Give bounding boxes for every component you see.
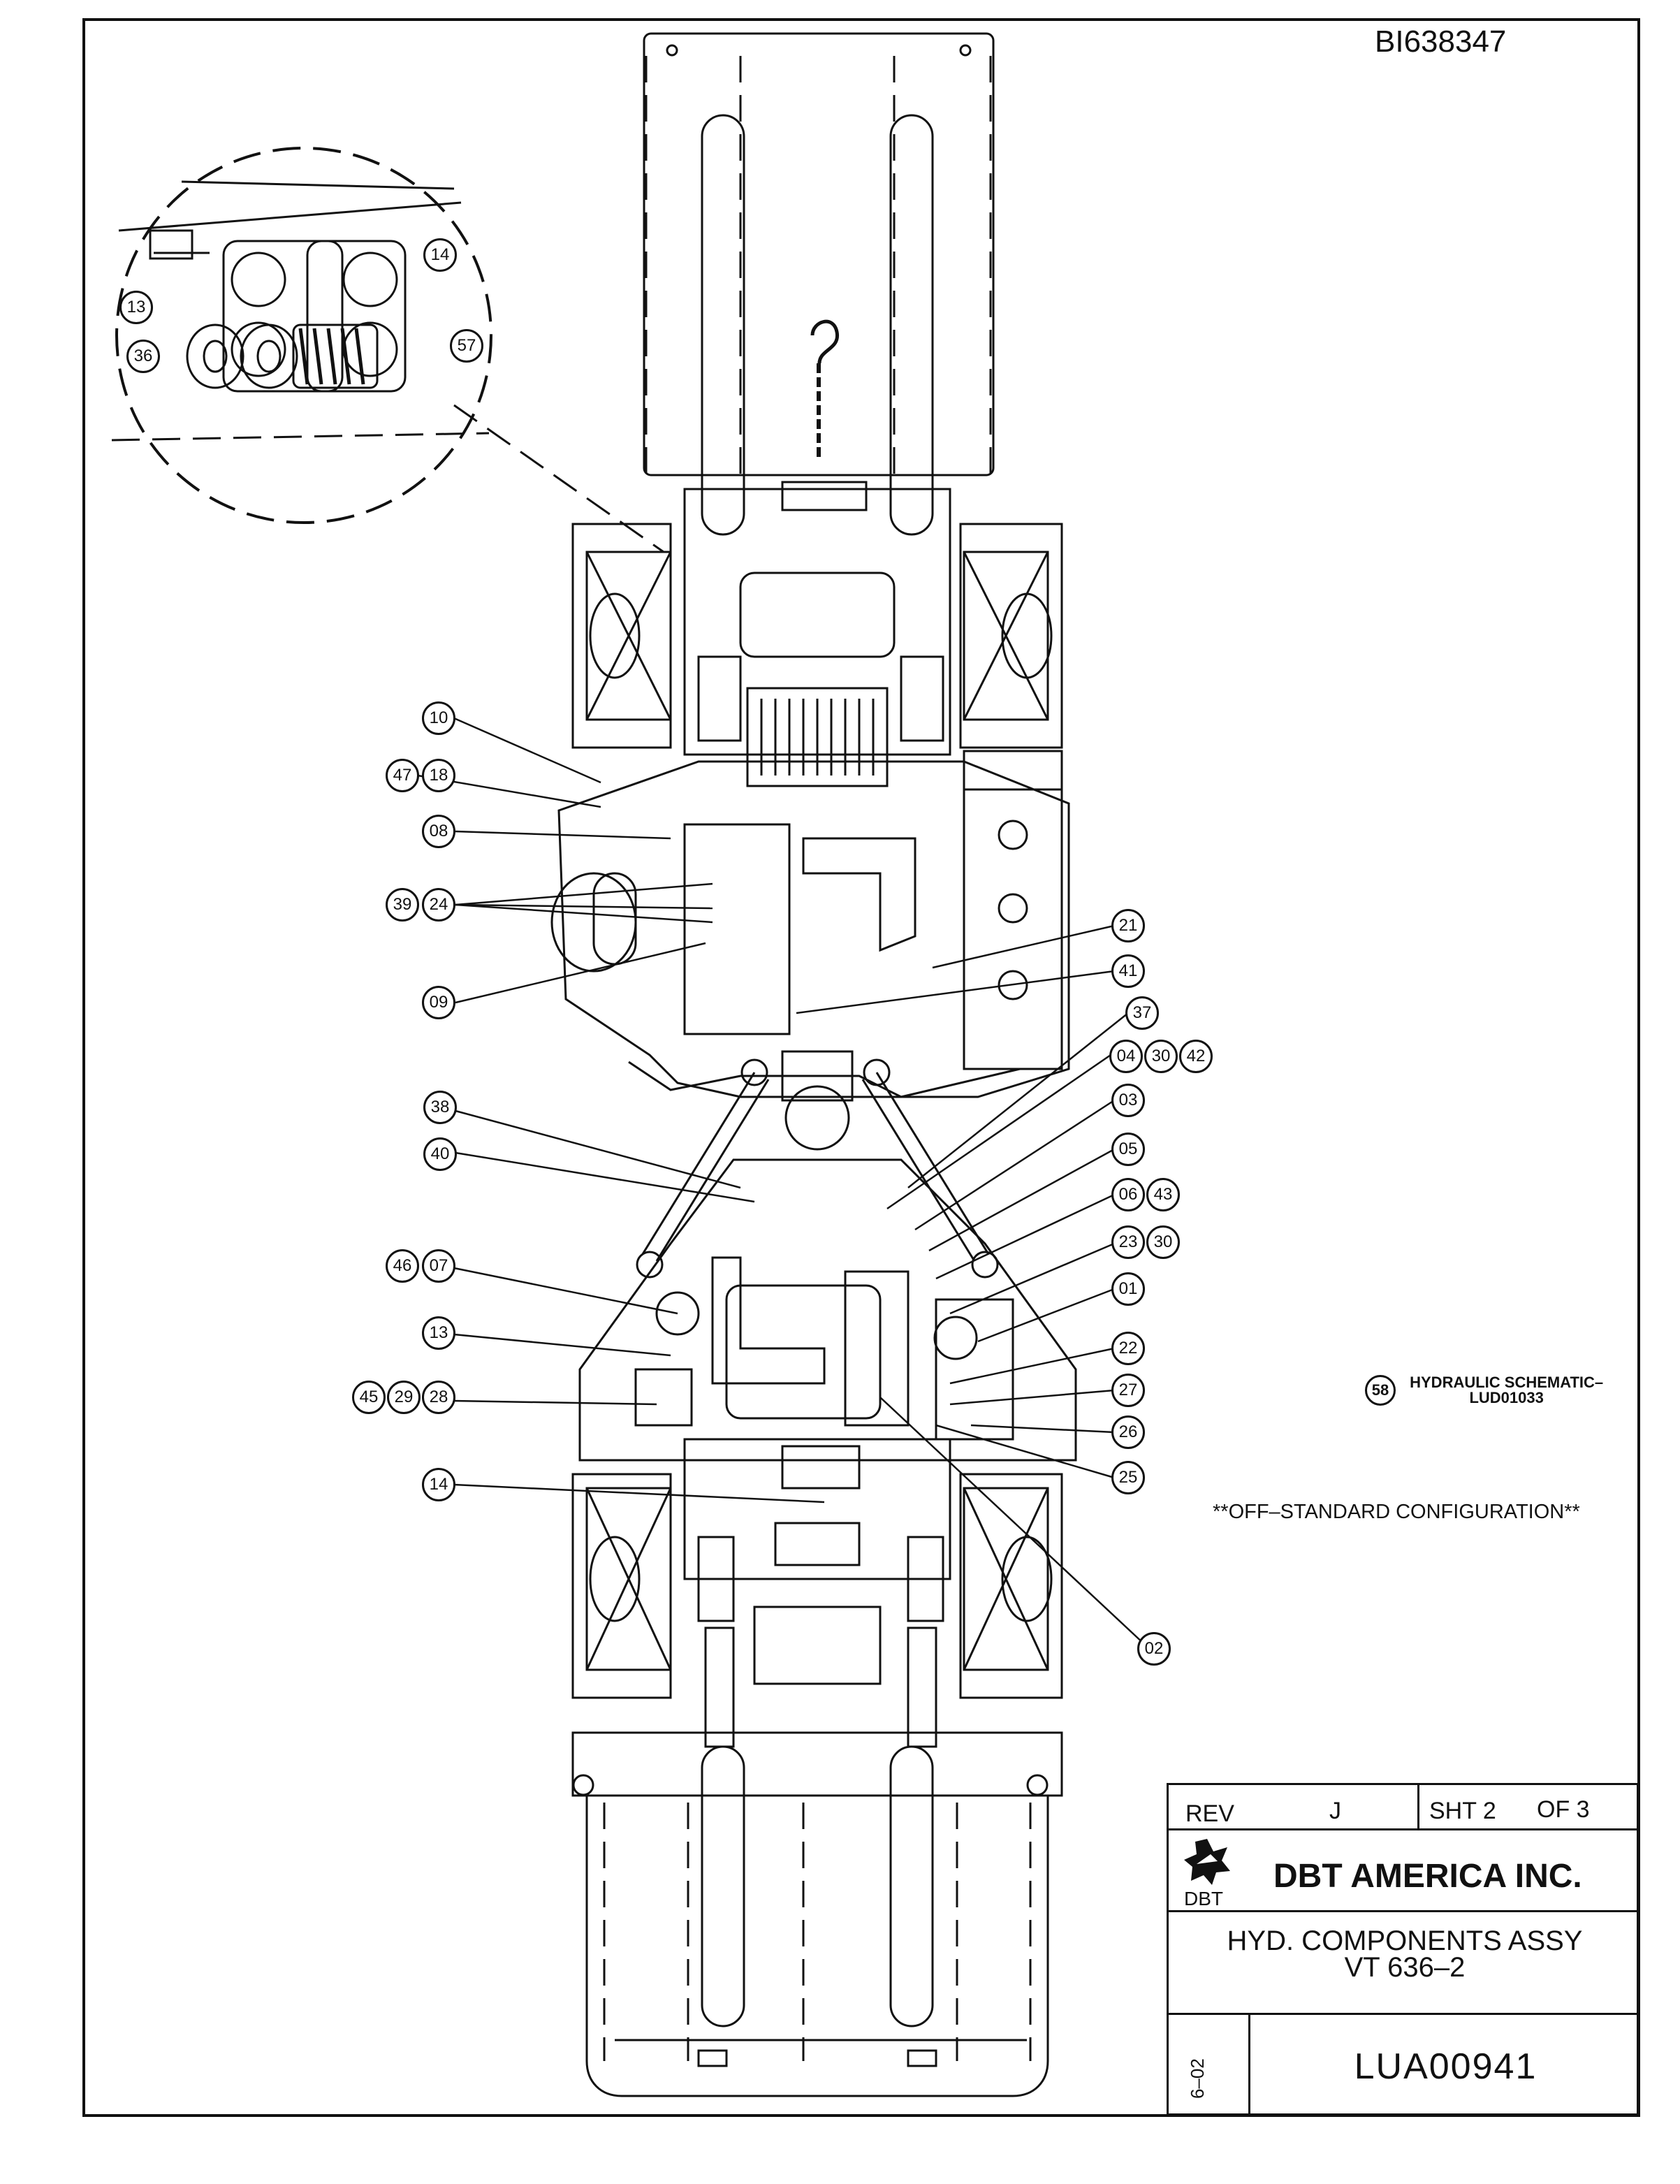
company-abbr: DBT (1184, 1888, 1223, 1909)
sheet-cell: SHT 2 OF 3 (1417, 1783, 1639, 1830)
rev-label: REV (1185, 1800, 1234, 1827)
assembly-title-line2: VT 636–2 (1344, 1952, 1466, 1983)
callout-balloon: 46 (386, 1249, 419, 1283)
callout-balloon: 40 (423, 1137, 457, 1171)
callout-balloon: 41 (1111, 954, 1145, 988)
doc-id: BI638347 (1375, 24, 1507, 59)
assembly-title-line1: HYD. COMPONENTS ASSY (1227, 1925, 1583, 1956)
company-name: DBT AMERICA INC. (1273, 1858, 1582, 1895)
sheet-of: OF 3 (1537, 1796, 1590, 1823)
title-cell: HYD. COMPONENTS ASSY VT 636–2 (1167, 1910, 1639, 2015)
articulation-joint (578, 1050, 1077, 1462)
rev-value: J (1329, 1798, 1341, 1824)
callout-balloon: 25 (1111, 1461, 1145, 1494)
callout-balloon: 07 (422, 1249, 455, 1283)
callout-balloon: 04 (1109, 1040, 1143, 1073)
callout-balloon: 39 (386, 888, 419, 922)
callout-balloon: 02 (1137, 1632, 1171, 1666)
callout-balloon: 28 (422, 1381, 455, 1414)
callout-balloon: 42 (1179, 1040, 1213, 1073)
title-block: REV J SHT 2 OF 3 DBT AMERICA INC. DBT HY… (1167, 1783, 1639, 2116)
callout-balloon: 14 (422, 1468, 455, 1501)
rear-frame (571, 1731, 1063, 2097)
chassis-frame (550, 760, 1070, 1098)
callout-balloon: 30 (1144, 1040, 1178, 1073)
schematic-note-line1: HYDRAULIC SCHEMATIC– (1410, 1374, 1604, 1391)
callout-balloon: 18 (422, 759, 455, 792)
rear-axle (571, 1438, 1063, 1748)
callout-balloon: 05 (1111, 1133, 1145, 1166)
assembly-title: HYD. COMPONENTS ASSY VT 636–2 (1169, 1925, 1641, 1983)
callout-balloon: 47 (386, 759, 419, 792)
callout-balloon: 24 (422, 888, 455, 922)
callout-balloon: 38 (423, 1091, 457, 1124)
detail-callout-balloon: 36 (126, 340, 160, 373)
callout-balloon: 21 (1111, 909, 1145, 942)
callout-balloon: 03 (1111, 1084, 1145, 1117)
callout-balloon: 27 (1111, 1374, 1145, 1407)
detail-callout-balloon: 13 (119, 291, 153, 324)
callout-balloon: 01 (1111, 1272, 1145, 1306)
detail-callout-balloon: 14 (423, 238, 457, 272)
drawing-border (82, 18, 1640, 2117)
callout-balloon: 22 (1111, 1332, 1145, 1365)
schematic-note-line2: LUD01033 (1469, 1389, 1544, 1406)
detail-callout-balloon: 57 (450, 329, 483, 363)
front-mast (643, 32, 995, 536)
callout-balloon: 37 (1125, 996, 1159, 1030)
detail-view (111, 147, 664, 553)
schematic-ref-balloon: 58 (1365, 1375, 1396, 1406)
drawing-number: LUA00941 (1354, 2046, 1537, 2087)
callout-balloon: 26 (1111, 1415, 1145, 1449)
off-standard-note: **OFF–STANDARD CONFIGURATION** (1213, 1501, 1580, 1523)
callout-balloon: 30 (1146, 1225, 1180, 1259)
callout-balloon: 09 (422, 986, 455, 1019)
callout-balloon: 06 (1111, 1178, 1145, 1211)
rev-cell: REV J (1167, 1783, 1419, 1830)
front-axle (571, 488, 1063, 791)
company-cell: DBT AMERICA INC. DBT (1167, 1828, 1639, 1912)
callout-balloon: 45 (352, 1381, 386, 1414)
callout-balloon: 29 (387, 1381, 421, 1414)
callout-balloon: 10 (422, 701, 455, 735)
sheet-label: SHT 2 (1429, 1798, 1496, 1824)
company-logo-icon (1184, 1839, 1230, 1885)
callout-balloon: 13 (422, 1316, 455, 1350)
date-cell: 6–02 (1167, 2013, 1250, 2116)
drawing-number-cell: LUA00941 (1248, 2013, 1639, 2116)
hydraulic-schematic-note: 58 HYDRAULIC SCHEMATIC– LUD01033 (1365, 1375, 1603, 1406)
callout-balloon: 08 (422, 815, 455, 848)
callout-balloon: 23 (1111, 1225, 1145, 1259)
leader-lines (417, 717, 1146, 1646)
callout-balloon: 43 (1146, 1178, 1180, 1211)
date-code: 6–02 (1187, 2058, 1208, 2099)
